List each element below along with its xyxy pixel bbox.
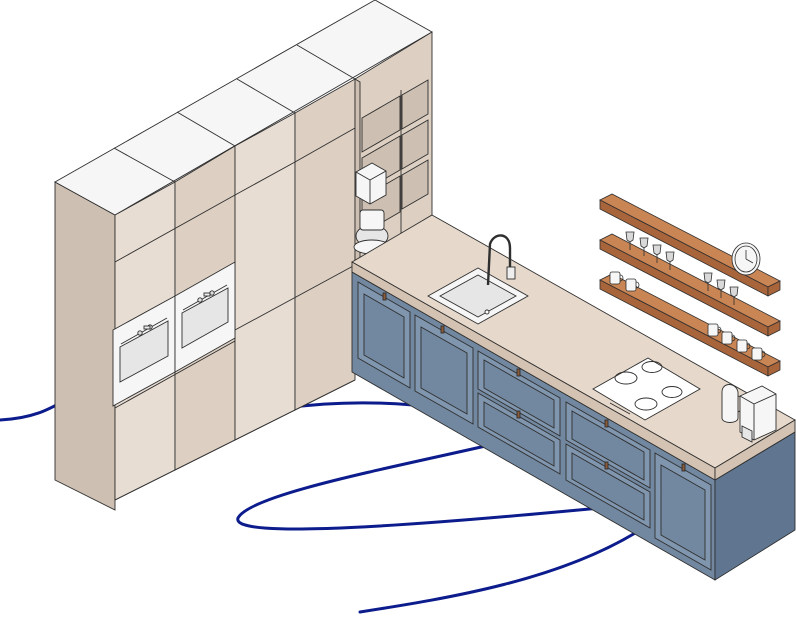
wine-glass-icon	[665, 251, 675, 270]
cooktop	[592, 357, 701, 421]
stand-mixer-icon	[353, 209, 391, 255]
faucet-icon	[486, 234, 516, 286]
wine-glass-icon	[716, 279, 726, 298]
wine-glass-icon	[703, 272, 713, 291]
wall-shelves	[599, 193, 781, 377]
mug-icon	[721, 331, 736, 345]
mugs	[609, 271, 766, 361]
tall-cabinet-bank	[54, 0, 433, 511]
wall-oven-2	[174, 261, 236, 373]
open-shelf-unit	[353, 31, 433, 266]
wine-glass-icon	[639, 237, 649, 256]
mug-icon	[609, 271, 624, 285]
cabinet-handles	[382, 292, 686, 472]
base-cabinet-doors	[357, 281, 712, 571]
wine-glass-icon	[652, 244, 662, 263]
floor-line-loop	[236, 443, 602, 531]
wall-shelf-2	[599, 233, 781, 337]
wine-glass-icon	[625, 231, 635, 250]
mug-icon	[751, 347, 766, 361]
sink	[427, 267, 529, 325]
tall-cabinet-column-4	[294, 78, 356, 411]
wall-clock-icon	[731, 242, 761, 276]
base-cabinet-run	[351, 214, 796, 581]
tall-cabinet-top-dividers	[113, 44, 356, 183]
wall-oven-1	[112, 295, 176, 407]
floor-line-bottom	[358, 528, 642, 614]
tall-cabinet-column-3	[234, 112, 296, 441]
wine-glasses	[625, 231, 739, 305]
mug-icon	[736, 339, 751, 353]
coffee-machine-icon	[739, 385, 777, 443]
tall-cabinet-seams	[114, 127, 356, 501]
wine-glass-icon	[729, 286, 739, 305]
toaster-icon	[355, 162, 387, 205]
mug-icon	[707, 323, 722, 337]
mug-icon	[625, 278, 640, 292]
tall-cabinet-side-panel	[54, 181, 116, 511]
wall-shelf-3	[599, 273, 781, 377]
